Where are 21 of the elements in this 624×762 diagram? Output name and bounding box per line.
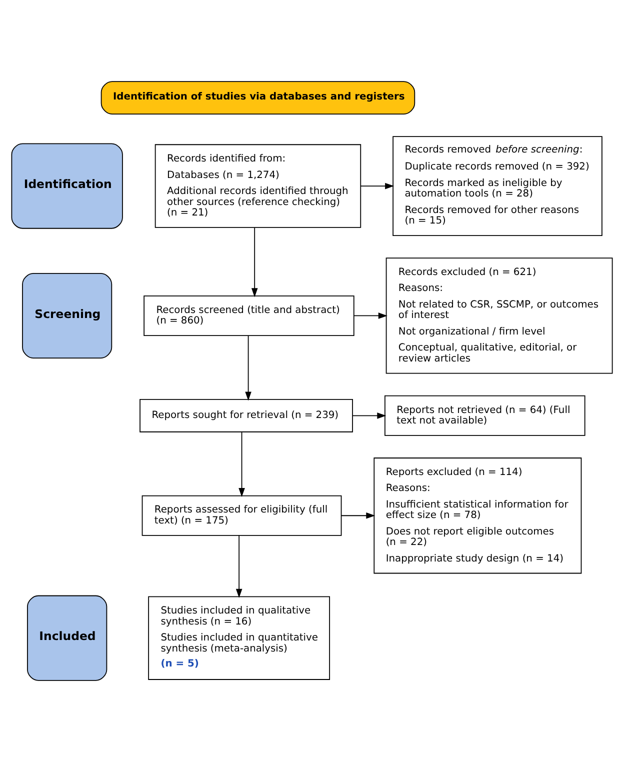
arrow xyxy=(236,535,242,598)
node-box: Screening xyxy=(22,272,112,358)
arrow xyxy=(251,227,258,298)
arrow xyxy=(238,432,245,497)
node-box: Reports not retrieved (n = 64) (Full text not available) xyxy=(384,395,586,436)
arrow xyxy=(245,335,252,401)
node-box: Reports excluded (n = 114) Reasons: Insufficient statistical information for effect size (n = 78) Does not report eligible outcomes (n = 22) Inappropriate study design (n = 14) xyxy=(374,458,582,574)
node-box: Studies included in qualitative synthesis (n = 16) Studies included in quantitative synthesis (meta-analysis) (n = 5) xyxy=(148,596,330,680)
node-box: Included xyxy=(27,595,108,681)
node-box: Records removed before screening: Duplicate records removed (n = 392) Records marked as ineligible by automation tools (n = 28) Records removed for other reasons (n = 15) xyxy=(392,136,602,236)
node-box: Records identified from: Databases (n = 1,274) Additional records identified through other sources (reference checking) (n = 21) xyxy=(154,144,362,228)
arrow xyxy=(352,412,386,419)
arrow xyxy=(354,312,388,319)
node-box: Records excluded (n = 621) Reasons: Not related to CSR, SSCMP, or outcomes of interest Not organizational / firm level Conceptual, qualitative, editorial, or review articles xyxy=(386,258,613,374)
arrow xyxy=(360,182,394,190)
node-box: Identification xyxy=(11,143,123,229)
node-box: Records screened (title and abstract) (n = 860) xyxy=(144,295,354,336)
node-box: Reports assessed for eligibility (full text) (n = 175) xyxy=(142,495,342,536)
node-box: Identification of studies via databases and registers xyxy=(100,81,416,114)
node-box: Reports sought for retrieval (n = 239) xyxy=(140,399,353,432)
arrow xyxy=(341,512,376,519)
